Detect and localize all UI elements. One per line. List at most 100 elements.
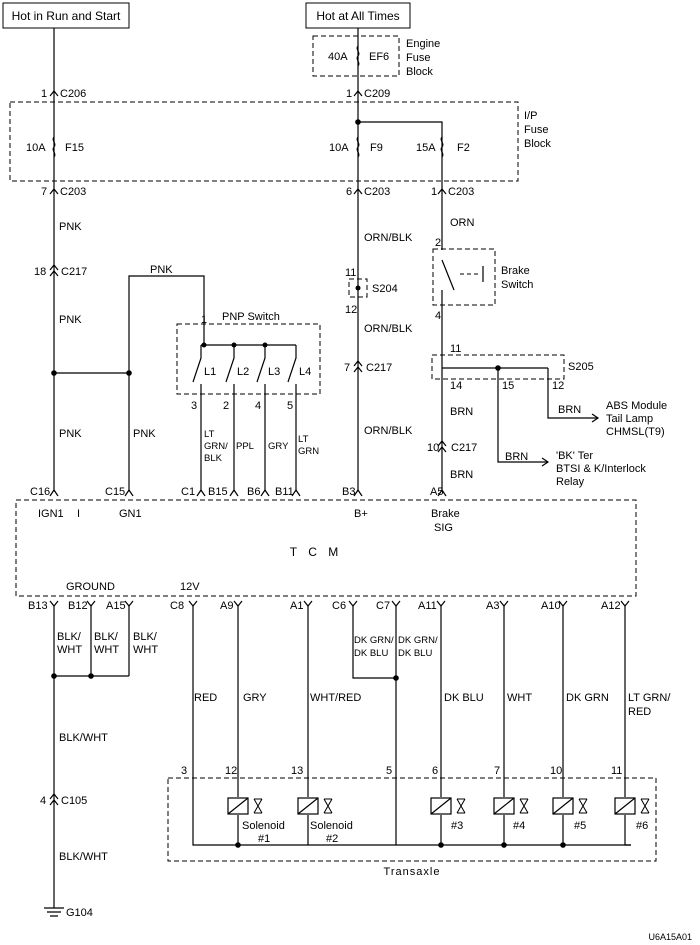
all-times-source-label: Hot at All Times: [316, 9, 399, 23]
tcm-pin-label: A15: [106, 600, 126, 612]
transaxle-pin: 12: [225, 765, 237, 777]
pnp-switch-title: PNP Switch: [222, 311, 280, 323]
tcm-pin-function-label: 12V: [180, 581, 200, 593]
tcm-pin-label: A1: [290, 600, 303, 612]
figure-id: U6A15A01: [648, 932, 692, 942]
wire-color-label: DK GRN: [566, 692, 609, 704]
brn-abs-wire: [547, 368, 598, 419]
wire-color-label: DK GRN/: [398, 635, 438, 646]
pnp-l1-contact-icon: [192, 345, 202, 490]
wire-color-label: BLK/WHT: [59, 851, 108, 863]
tcm-pin-label: B13: [28, 600, 48, 612]
pnp-switch-pin: 3: [191, 400, 197, 412]
solenoid-3-icon: [430, 797, 466, 815]
abs-destination-label: CHMSL(T9): [606, 426, 665, 438]
f9-fuse-label: F9: [370, 142, 383, 154]
s205-pin: 14: [450, 380, 462, 392]
wire-color-label: PNK: [59, 314, 82, 326]
pnp-switch-pin: 1: [201, 314, 207, 326]
wire-color-label: GRN: [298, 446, 319, 457]
s205-label: S205: [568, 361, 594, 373]
brake-switch-label: Switch: [501, 279, 533, 291]
wire-color-label: BLK: [204, 453, 223, 464]
tcm-top-pin-chevrons-icon: [49, 488, 447, 497]
ip-fuse-block-label: I/P: [524, 110, 537, 122]
wire-color-label: BLK/: [94, 631, 119, 643]
c209-pin: 1: [346, 88, 352, 100]
transaxle-pin: 3: [181, 765, 187, 777]
tcm-pin-function-label: B+: [354, 508, 368, 520]
solenoid-label: #6: [636, 820, 648, 832]
c217-pin: 10: [427, 442, 439, 454]
transaxle-pin: 7: [494, 765, 500, 777]
brake-switch-pin: 4: [435, 310, 441, 322]
c217-label: C217: [366, 362, 392, 374]
wire-color-label: LT GRN/: [628, 692, 671, 704]
wire-color-label: BRN: [505, 451, 528, 463]
brake-switch-contact-icon: [441, 259, 455, 296]
c203-pin: 6: [346, 186, 352, 198]
wire-color-label: LT: [298, 434, 309, 445]
tcm-title: T C M: [290, 545, 342, 559]
connector-chevron-icon: [49, 188, 59, 195]
inline-connector-icon: [353, 360, 363, 373]
s205-pin: 12: [552, 380, 564, 392]
wire-color-label: BRN: [450, 406, 473, 418]
arrow-right-icon: [541, 457, 550, 467]
pnp-switch-pin: 5: [287, 400, 293, 412]
splice-dot: [201, 342, 207, 348]
wire-color-label: PNK: [59, 221, 82, 233]
engine-fuse-block-label: Block: [406, 66, 433, 78]
solenoid-label: Solenoid: [242, 820, 285, 832]
tcm-pin-function-label: IGN1: [38, 508, 64, 520]
c217-label: C217: [61, 266, 87, 278]
c206-label: C206: [60, 88, 86, 100]
tcm-pin-label: A3: [486, 600, 499, 612]
wire-color-label: WHT: [133, 644, 158, 656]
wire-color-label: RED: [194, 692, 217, 704]
tcm-pin-label: B12: [68, 600, 88, 612]
transaxle-pin: 10: [550, 765, 562, 777]
c203-pin: 1: [431, 186, 437, 198]
solenoid-5-icon: [552, 797, 588, 815]
solenoid-6-icon: [614, 797, 650, 815]
s204-label: S204: [372, 283, 398, 295]
c206-pin: 1: [41, 88, 47, 100]
engine-fuse-block-label: Engine: [406, 38, 440, 50]
arrow-right-icon: [591, 413, 600, 423]
splice-dot: [51, 673, 57, 679]
f2-fuse-label: F2: [457, 142, 470, 154]
f2-fuse-icon: [440, 136, 444, 158]
wire-color-label: WHT: [507, 692, 532, 704]
pnp-switch-pin: 2: [223, 400, 229, 412]
solenoid-label: Solenoid: [310, 820, 353, 832]
lt-grn-red-wire: [624, 606, 631, 846]
f15-fuse-label: F15: [65, 142, 84, 154]
pnk-pnp-wire: [128, 275, 205, 490]
splice-dot: [51, 370, 57, 376]
pnp-l4-contact-icon: [287, 345, 297, 490]
abs-destination-label: ABS Module: [606, 400, 667, 412]
ip-fuse-block-label: Fuse: [524, 124, 548, 136]
tcm-pin-label: A5: [430, 486, 443, 498]
connector-chevron-icon: [353, 188, 363, 195]
ef6-amperage: 40A: [328, 51, 348, 63]
s205-splice-box: [431, 354, 565, 380]
tcm-pin-label: C8: [170, 600, 184, 612]
wire-color-label: PNK: [59, 428, 82, 440]
brake-switch-pin: 2: [435, 237, 441, 249]
wire-color-label: BLK/: [57, 631, 82, 643]
tcm-pin-label: A12: [601, 600, 621, 612]
splice-dot: [393, 675, 399, 681]
connector-chevron-icon: [49, 90, 59, 97]
s205-pin: 15: [502, 380, 514, 392]
transaxle-box: [167, 777, 657, 862]
c203-label: C203: [448, 186, 474, 198]
tcm-bottom-pin-labels: B13 B12 A15 C8 A9 A1 C6 C7 A11 A3 A10 A1…: [28, 600, 621, 612]
tcm-pin-label: A11: [418, 600, 437, 612]
transaxle-pin: 5: [386, 765, 392, 777]
wire-color-label: DK BLU: [444, 692, 484, 704]
wire-color-label: WHT: [94, 644, 119, 656]
ip-fuse-block-label: Block: [524, 138, 551, 150]
